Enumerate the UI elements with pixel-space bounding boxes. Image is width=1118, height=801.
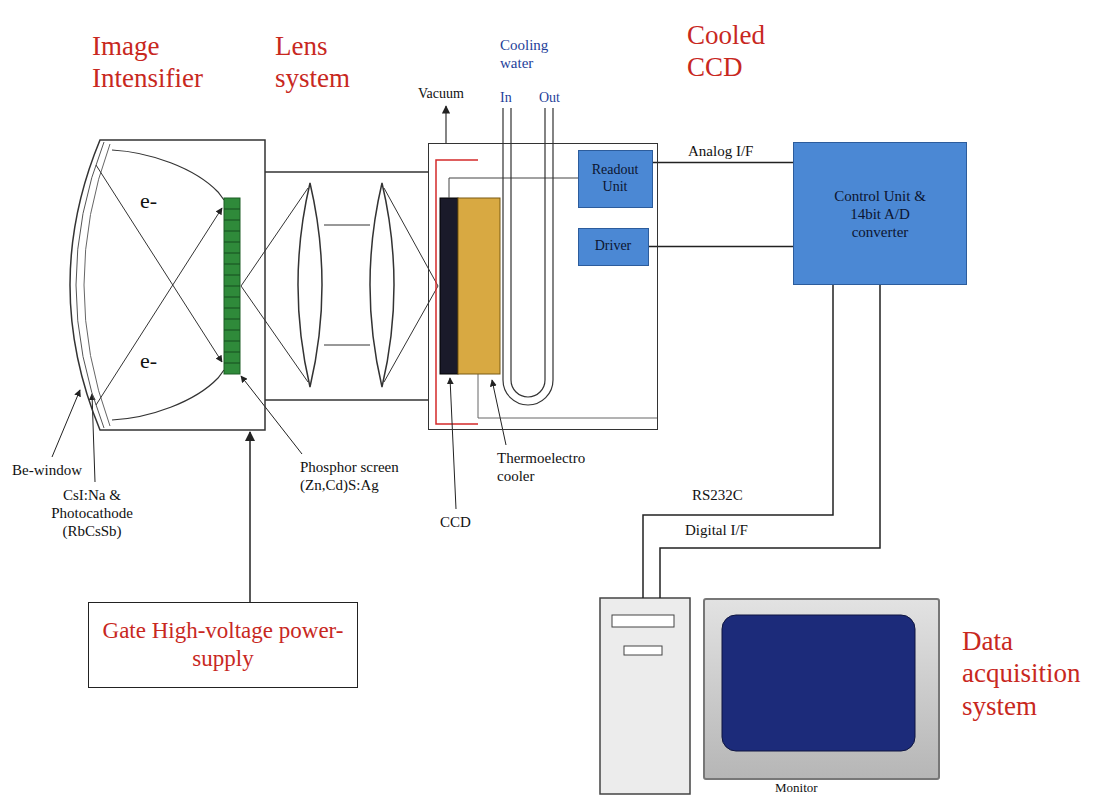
driver-box: Driver — [578, 228, 649, 266]
box-label: Control Unit & 14bit A/D converter — [824, 187, 936, 241]
monitor-screen — [705, 600, 938, 778]
leader-line — [450, 378, 456, 509]
lens — [298, 183, 322, 387]
drive-slot — [612, 615, 674, 627]
leader-line — [92, 394, 95, 482]
computer-tower — [600, 598, 690, 794]
box-label: Gate High-voltage power-supply — [98, 617, 348, 672]
image-intensifier: Image Intensifier — [62, 138, 268, 432]
screen-segment — [224, 297, 240, 298]
be-window — [76, 142, 104, 428]
particle-label: e- — [138, 188, 159, 214]
part-label: CCD — [440, 513, 471, 531]
screen-segment — [224, 352, 240, 353]
section-title: Lens system — [275, 30, 390, 95]
part-label: Be-window — [12, 461, 112, 479]
screen — [722, 615, 915, 751]
node-heading: Data acquisition system — [962, 625, 1112, 722]
screen-segment — [224, 220, 240, 221]
power-supply-box: Gate High-voltage power-supply — [88, 602, 358, 688]
connector — [649, 246, 794, 248]
inner-frame — [478, 200, 658, 418]
control-unit-box: Control Unit & 14bit A/D converter — [793, 142, 967, 285]
electron-path — [96, 165, 222, 362]
part-label: Phosphor screen (Zn,Cd)S:Ag — [300, 458, 425, 494]
photocathode — [84, 144, 110, 426]
ccd-chip — [440, 198, 458, 374]
screen-segment — [224, 242, 240, 243]
connector — [643, 285, 833, 598]
light-ray — [324, 225, 370, 226]
connector — [653, 162, 794, 164]
electron-path — [96, 208, 222, 405]
connector — [660, 285, 880, 598]
port-label: Out — [539, 90, 560, 107]
drive-slot — [624, 646, 662, 655]
data-acquisition-system: MonitorData acquisition system — [598, 598, 1113, 798]
box-label: Driver — [583, 238, 643, 255]
leader-line — [492, 380, 506, 445]
tube-outline — [70, 140, 265, 430]
screen-segment — [224, 319, 240, 320]
cooling-pipe — [503, 108, 553, 405]
intensifier-outline — [62, 138, 268, 432]
housing-line — [265, 399, 428, 401]
monitor: Monitor — [703, 598, 940, 780]
focus-electrode — [112, 150, 224, 200]
edge-label: Analog I/F — [686, 142, 755, 160]
focus-electrode — [112, 370, 224, 420]
screen-segment — [224, 286, 240, 287]
vacuum-port — [445, 106, 446, 143]
screen-segment — [224, 275, 240, 276]
screen-segment — [224, 341, 240, 342]
housing-line — [265, 171, 428, 173]
thermoelectric-cooler — [458, 198, 500, 374]
port-label: Vacuum — [418, 86, 464, 103]
screen-segment — [224, 330, 240, 331]
node-heading: Cooled CCD — [687, 19, 792, 84]
screen-segment — [224, 363, 240, 364]
edge-label: Digital I/F — [683, 521, 750, 539]
screen-segment — [224, 231, 240, 232]
cooled-ccd-housing: Readout UnitDriverCooled CCD — [428, 143, 658, 430]
connector — [249, 432, 251, 602]
particle-label: e- — [138, 348, 159, 374]
readout-unit-box: Readout Unit — [578, 150, 653, 208]
phosphor-screen — [224, 198, 240, 374]
signal-wire — [449, 178, 578, 198]
node-heading: Monitor — [775, 780, 895, 796]
lens — [370, 183, 394, 387]
light-ray — [324, 345, 370, 346]
part-label: Thermoelectro cooler — [497, 449, 597, 485]
port-label: In — [500, 90, 512, 107]
screen-segment — [224, 308, 240, 309]
leader-line — [52, 390, 80, 457]
screen-segment — [224, 253, 240, 254]
part-label: CsI:Na & Photocathode (RbCsSb) — [42, 486, 142, 540]
cooling-pipe — [511, 108, 545, 397]
screen-segment — [224, 264, 240, 265]
port-label: Cooling water — [500, 36, 570, 72]
edge-label: RS232C — [690, 486, 745, 504]
node-heading: Image Intensifier — [92, 30, 242, 95]
screen-segment — [224, 209, 240, 210]
box-label: Readout Unit — [583, 162, 647, 196]
